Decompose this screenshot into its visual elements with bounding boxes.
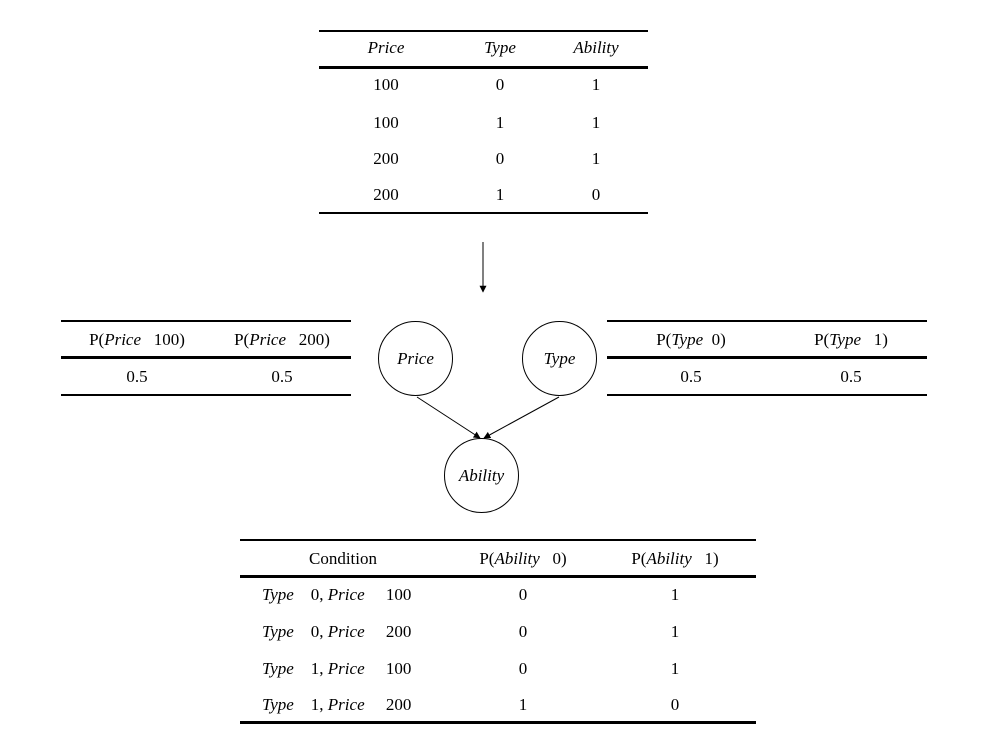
cell-price: 200 xyxy=(373,149,399,168)
node-type: Type xyxy=(522,321,597,396)
node-ability-label: Ability xyxy=(458,465,505,485)
cell-type: 1 xyxy=(495,113,505,132)
header-p-ability-0: P(Ability 0) xyxy=(479,549,567,568)
table-header-rule xyxy=(607,356,927,359)
table-header-rule xyxy=(61,356,351,359)
value-p-type-0: 0.5 xyxy=(680,367,702,386)
header-condition: Condition xyxy=(308,549,378,568)
table-top-rule xyxy=(319,30,648,32)
header-p-type-1: P(Type 1) xyxy=(814,330,888,349)
table-top-rule xyxy=(240,539,756,541)
cell-condition: Type 0, Price 100 xyxy=(262,585,412,604)
header-price: Price xyxy=(367,38,405,57)
header-p-price-100: P(Price 100) xyxy=(89,330,185,349)
node-ability: Ability xyxy=(444,438,519,513)
cell-ability: 1 xyxy=(591,75,601,94)
cell-p0: 0 xyxy=(518,585,528,604)
cell-condition: Type 0, Price 200 xyxy=(262,622,412,641)
cell-condition: Type 1, Price 200 xyxy=(262,695,412,714)
header-p-ability-1: P(Ability 1) xyxy=(631,549,719,568)
table-top-rule xyxy=(61,320,351,322)
table-bottom-rule xyxy=(319,212,648,214)
cell-price: 200 xyxy=(373,185,399,204)
table-header-rule xyxy=(240,575,756,578)
cell-p0: 1 xyxy=(518,695,528,714)
cell-ability: 1 xyxy=(591,149,601,168)
edge-type-to-ability xyxy=(483,396,560,439)
value-p-price-100: 0.5 xyxy=(126,367,148,386)
cell-type: 0 xyxy=(495,75,505,94)
header-ability: Ability xyxy=(573,38,619,57)
cell-ability: 0 xyxy=(591,185,601,204)
edge-price-to-ability xyxy=(416,396,481,439)
table-top-rule xyxy=(607,320,927,322)
header-p-price-200: P(Price 200) xyxy=(234,330,330,349)
cell-ability: 1 xyxy=(591,113,601,132)
cell-p1: 1 xyxy=(670,659,680,678)
cell-p0: 0 xyxy=(518,622,528,641)
cell-p1: 1 xyxy=(670,585,680,604)
cell-price: 100 xyxy=(373,75,399,94)
table-bottom-rule xyxy=(607,394,927,396)
cell-condition: Type 1, Price 100 xyxy=(262,659,412,678)
node-price: Price xyxy=(378,321,453,396)
cell-p1: 0 xyxy=(670,695,680,714)
value-p-type-1: 0.5 xyxy=(840,367,862,386)
node-type-label: Type xyxy=(543,348,576,368)
header-p-type-0: P(Type 0) xyxy=(656,330,726,349)
cell-p1: 1 xyxy=(670,622,680,641)
cell-p0: 0 xyxy=(518,659,528,678)
cell-type: 1 xyxy=(495,185,505,204)
cell-type: 0 xyxy=(495,149,505,168)
table-header-rule xyxy=(319,66,648,69)
header-type: Type xyxy=(484,38,516,57)
value-p-price-200: 0.5 xyxy=(271,367,293,386)
table-bottom-rule xyxy=(240,721,756,724)
table-bottom-rule xyxy=(61,394,351,396)
node-price-label: Price xyxy=(397,348,434,368)
cell-price: 100 xyxy=(373,113,399,132)
